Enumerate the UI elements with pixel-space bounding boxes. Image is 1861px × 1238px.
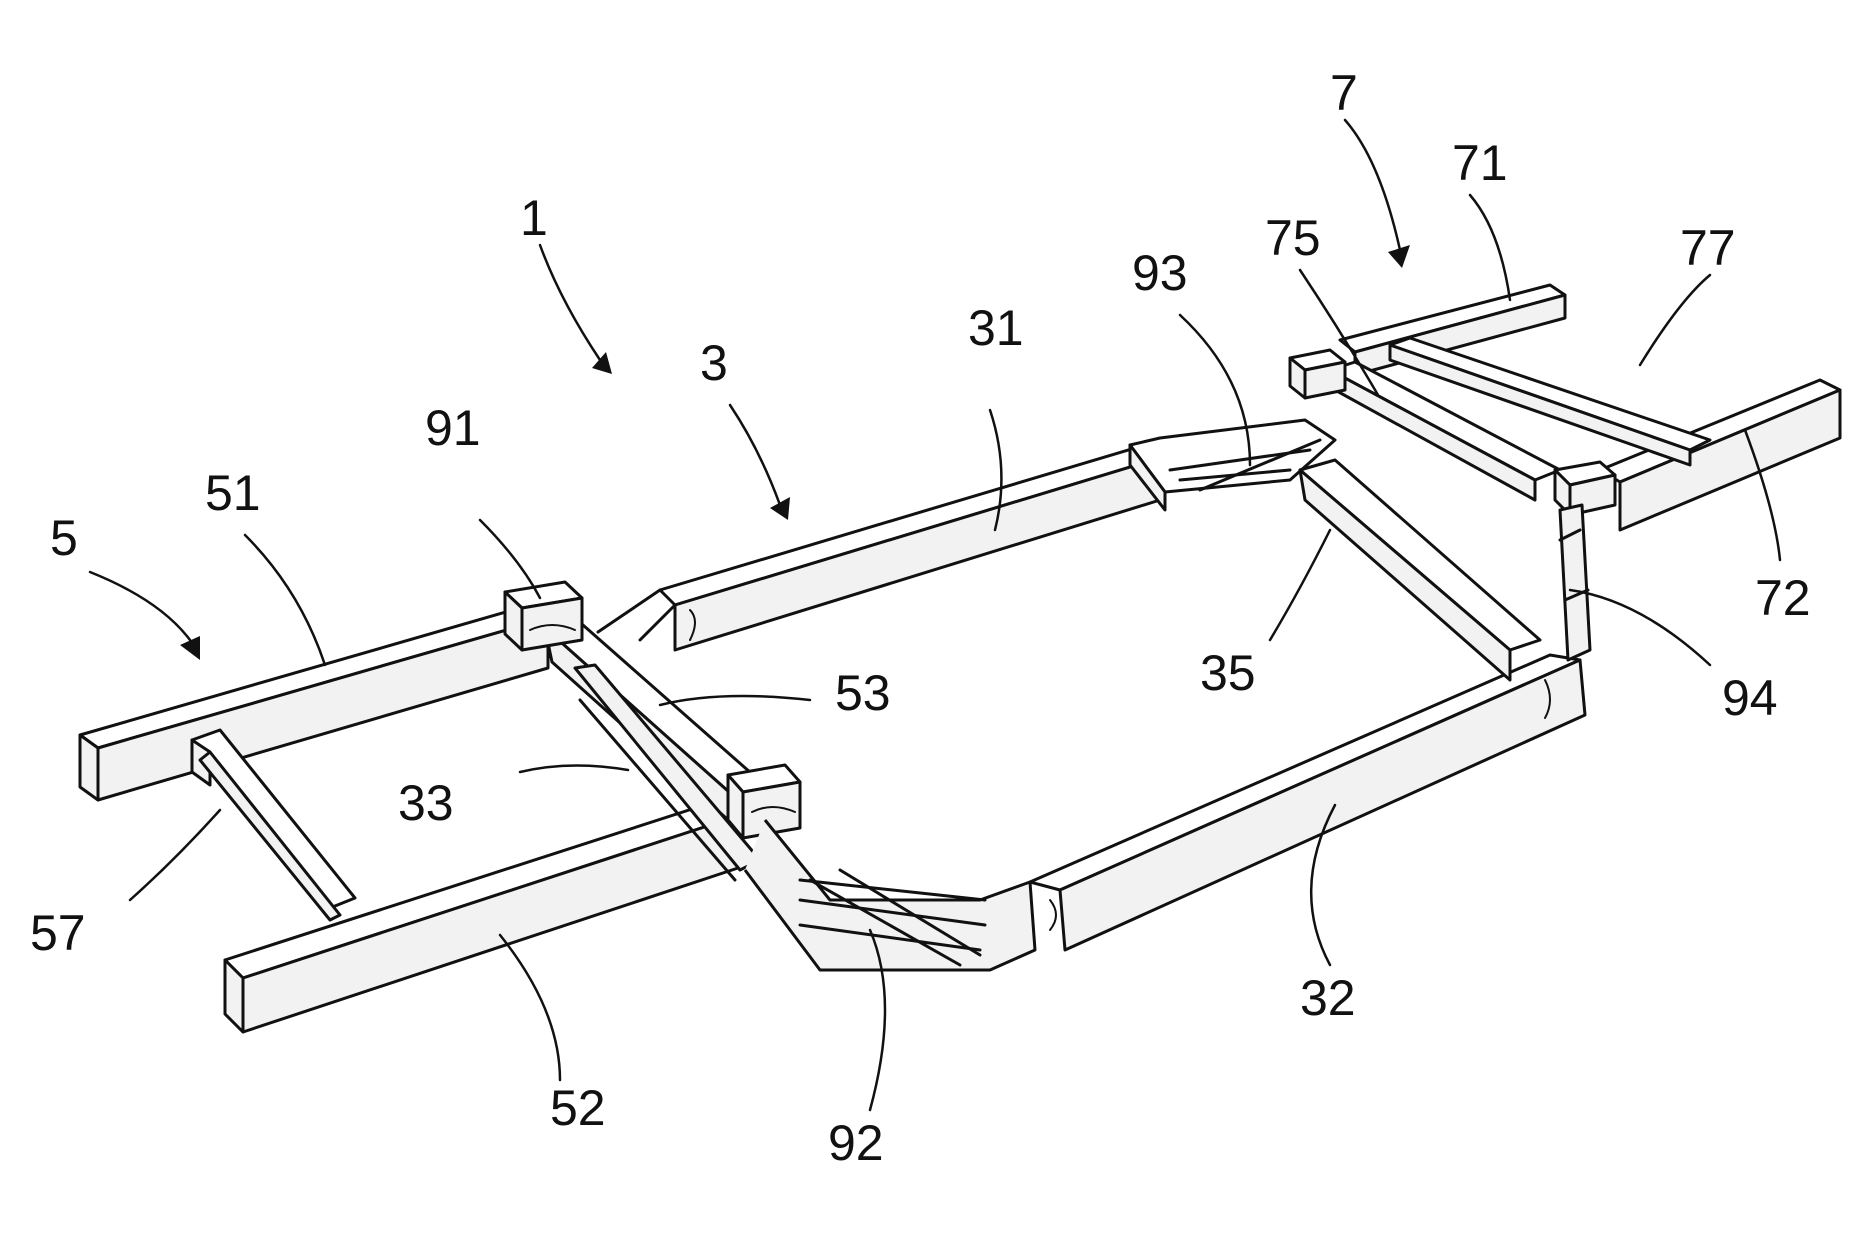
assembly-arrows — [88, 118, 1410, 660]
side-rail-32 — [1028, 653, 1587, 952]
node-rear-upper — [1288, 348, 1347, 400]
ref-1: 1 — [520, 190, 548, 246]
reference-numerals: 1 3 5 7 31 32 33 35 51 52 53 57 71 72 75… — [30, 65, 1811, 1171]
ref-93: 93 — [1132, 245, 1188, 301]
ref-51: 51 — [205, 465, 261, 521]
ref-57: 57 — [30, 905, 86, 961]
ref-92: 92 — [828, 1115, 884, 1171]
node-91 — [503, 580, 584, 652]
ref-53: 53 — [835, 665, 891, 721]
rear-rail-72 — [1598, 378, 1842, 532]
ref-94: 94 — [1722, 670, 1778, 726]
ref-7: 7 — [1330, 65, 1358, 121]
ref-5: 5 — [50, 510, 78, 566]
node-rear-lower — [1553, 460, 1617, 517]
leader-lines — [128, 193, 1782, 1112]
ref-91: 91 — [425, 400, 481, 456]
ref-35: 35 — [1200, 645, 1256, 701]
ref-33: 33 — [398, 775, 454, 831]
ref-75: 75 — [1265, 210, 1321, 266]
node-front-lower — [726, 763, 802, 840]
ref-32: 32 — [1300, 970, 1356, 1026]
ref-31: 31 — [968, 300, 1024, 356]
ref-72: 72 — [1755, 570, 1811, 626]
rear-cross-77 — [1388, 336, 1712, 467]
rear-cross-35 — [1298, 458, 1542, 682]
node-93 — [1128, 418, 1337, 512]
front-rail-52 — [223, 798, 740, 1034]
ref-3: 3 — [700, 335, 728, 391]
side-rail-31 — [658, 443, 1162, 652]
node-94 — [1558, 503, 1592, 662]
ref-71: 71 — [1452, 135, 1508, 191]
frame-front-end — [596, 588, 1037, 972]
ref-52: 52 — [550, 1080, 606, 1136]
front-cross-member-57 — [190, 728, 357, 922]
ref-77: 77 — [1680, 220, 1736, 276]
